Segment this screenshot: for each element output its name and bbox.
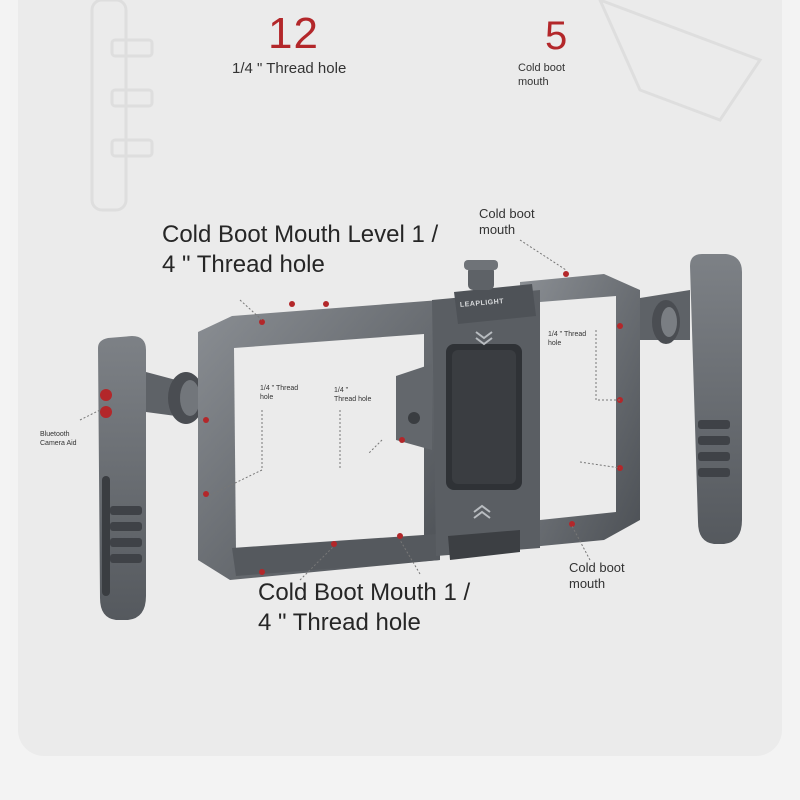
callout-cold-boot-bottom-right: Cold boot mouth: [569, 560, 625, 592]
callout-thread-center: 1/4 " Thread hole: [334, 387, 372, 404]
callout-cold-boot-thread-bottom: Cold Boot Mouth 1 / 4 " Thread hole: [258, 579, 471, 636]
cold-boot-count: 5: [545, 14, 569, 58]
callout-cold-boot-top-right: Cold boot mouth: [479, 206, 535, 238]
thread-hole-count: 12: [268, 9, 319, 58]
cage-frame: [198, 260, 640, 580]
callout-cold-boot-level-thread: Cold Boot Mouth Level 1 / 4 " Thread hol…: [162, 221, 439, 278]
left-handle: [98, 336, 204, 620]
thread-hole-count-label: 1/4 " Thread hole: [232, 60, 347, 77]
right-handle: [640, 254, 742, 544]
callout-thread-left: 1/4 " Thread hole: [260, 385, 299, 402]
callout-bluetooth-camera-aid: Bluetooth Camera Aid: [40, 431, 77, 448]
leader-lines: [79, 239, 621, 581]
callout-thread-right: 1/4 " Thread hole: [548, 331, 587, 348]
cold-boot-count-label: Cold boot mouth: [518, 62, 566, 88]
